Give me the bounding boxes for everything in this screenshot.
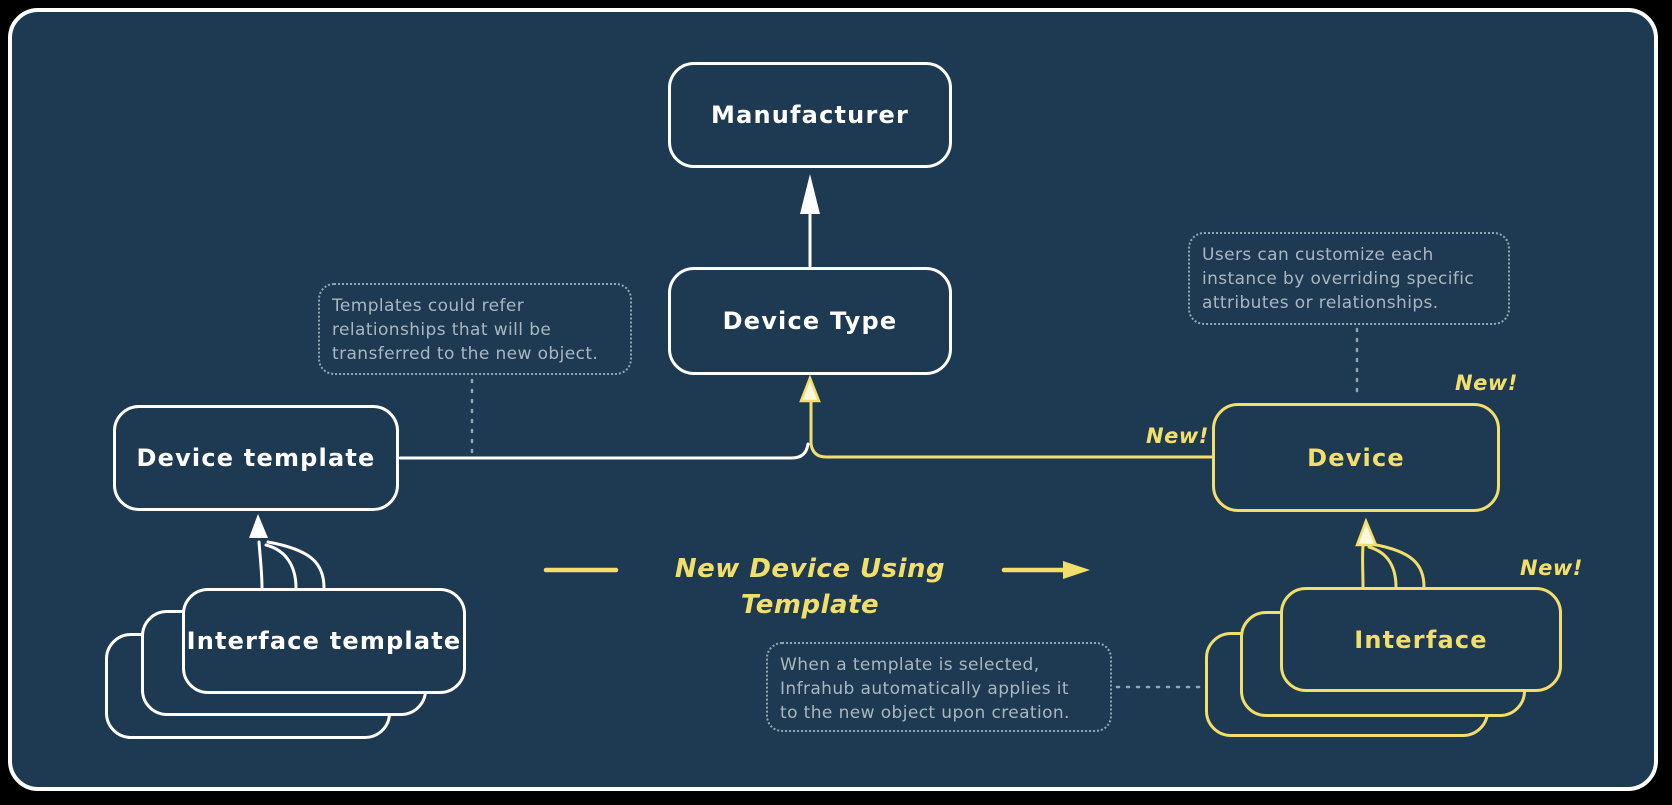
node-manufacturer: Manufacturer (668, 62, 952, 168)
node-device-label: Device (1307, 443, 1405, 472)
node-device-type-label: Device Type (722, 307, 898, 335)
new-badge-interface: New! (1520, 556, 1583, 580)
node-interface-template: Interface template (182, 588, 466, 694)
new-badge-device-side: New! (1146, 424, 1209, 448)
annotation-template-selected: When a template is selected, Infrahub au… (766, 642, 1112, 732)
new-badge-device-top: New! (1455, 371, 1518, 395)
node-interface-template-label: Interface template (186, 627, 462, 655)
node-device-type: Device Type (668, 267, 952, 375)
flow-arrow-label: New Device Using Template (674, 554, 946, 620)
node-device-template-label: Device template (136, 444, 376, 472)
node-device-template: Device template (113, 405, 399, 511)
annotation-templates-refer: Templates could refer relationships that… (318, 283, 632, 375)
annotation-users-customize: Users can customize each instance by ove… (1188, 232, 1510, 325)
node-interface-label: Interface (1354, 625, 1488, 654)
node-device: Device (1212, 403, 1500, 512)
node-interface: Interface (1280, 587, 1562, 692)
node-manufacturer-label: Manufacturer (710, 101, 910, 129)
